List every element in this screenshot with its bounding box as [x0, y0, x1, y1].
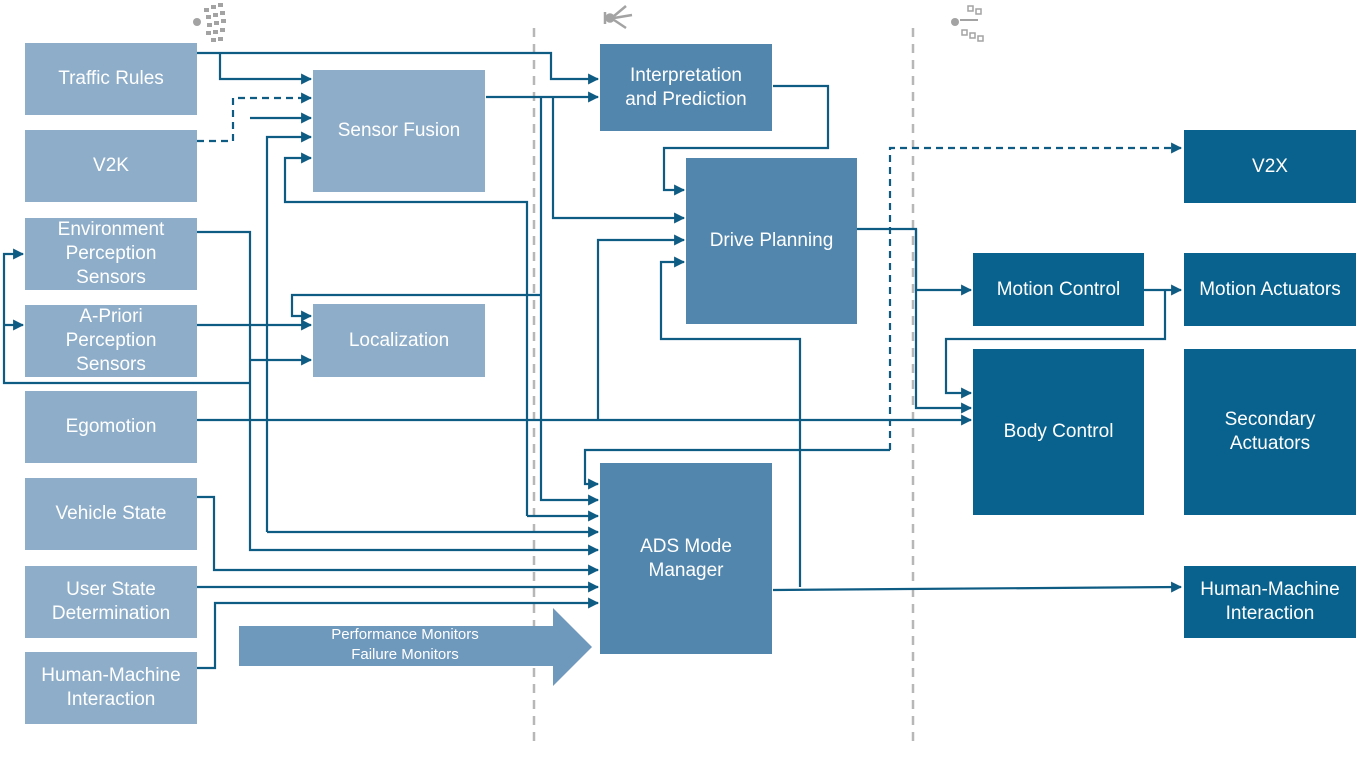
wire-to-localization [290, 293, 541, 322]
wire-traffic-rules-to-interpretation [197, 51, 600, 85]
wire-fusion-loop [283, 152, 529, 516]
a-priori-perception-sensors-box[interactable]: A-Priori Perception Sensors [25, 305, 197, 377]
wire-to-v2x [888, 142, 1183, 450]
egomotion-box[interactable]: Egomotion [25, 391, 197, 463]
monitors-label: Performance Monitors Failure Monitors [280, 625, 530, 665]
motion-control-box[interactable]: Motion Control [973, 253, 1144, 326]
wire-drive-feedback [659, 256, 802, 587]
plan-icon [603, 5, 633, 30]
human-machine-interaction-output-box[interactable]: Human-Machine Interaction [1184, 566, 1356, 638]
user-state-determination-box[interactable]: User State Determination [25, 566, 197, 638]
wire-env-sensors-bus [197, 230, 600, 556]
wire-hmi-to-ads [197, 597, 600, 670]
wire-bus-to-sensor-fusion [265, 131, 313, 532]
wire-v2k-to-sensor-fusion [197, 92, 313, 143]
monitors-arrow [239, 608, 592, 686]
wire-motion-control-loop [944, 290, 1167, 399]
connection-wires [2, 51, 1183, 670]
wire-ads-to-hmi [772, 581, 1183, 593]
wire-drive-to-body-control [914, 229, 973, 414]
traffic-rules-box[interactable]: Traffic Rules [25, 43, 197, 115]
performance-monitors-text: Performance Monitors [331, 626, 479, 643]
human-machine-interaction-input-box[interactable]: Human-Machine Interaction [25, 652, 197, 724]
secondary-actuators-box[interactable]: Secondary Actuators [1184, 349, 1356, 515]
wire-fusion-to-drive [539, 97, 600, 506]
v2x-box[interactable]: V2X [1184, 130, 1356, 203]
environment-perception-sensors-box[interactable]: Environment Perception Sensors [25, 218, 197, 290]
drive-planning-box[interactable]: Drive Planning [686, 158, 857, 324]
localization-box[interactable]: Localization [313, 304, 485, 377]
motion-actuators-box[interactable]: Motion Actuators [1184, 253, 1356, 326]
wire-left-loop [2, 248, 250, 385]
sensor-fusion-box[interactable]: Sensor Fusion [313, 70, 485, 192]
v2k-box[interactable]: V2K [25, 130, 197, 202]
act-icon [951, 5, 984, 42]
wire-vehicle-state-to-ads [197, 495, 600, 576]
wire-fusion-to-drive-planning [551, 97, 686, 224]
body-control-box[interactable]: Body Control [973, 349, 1144, 515]
wire-egomotion-to-drive [596, 234, 686, 420]
interpretation-prediction-box[interactable]: Interpretation and Prediction [600, 44, 772, 131]
ads-mode-manager-box[interactable]: ADS Mode Manager [600, 463, 772, 654]
wire-interpretation-to-drive [662, 84, 830, 196]
failure-monitors-text: Failure Monitors [351, 646, 459, 663]
vehicle-state-box[interactable]: Vehicle State [25, 478, 197, 550]
wire-to-ads-top [583, 448, 890, 490]
sense-icon [193, 3, 226, 42]
wire-traffic-rules-to-sensor-fusion [218, 53, 313, 85]
